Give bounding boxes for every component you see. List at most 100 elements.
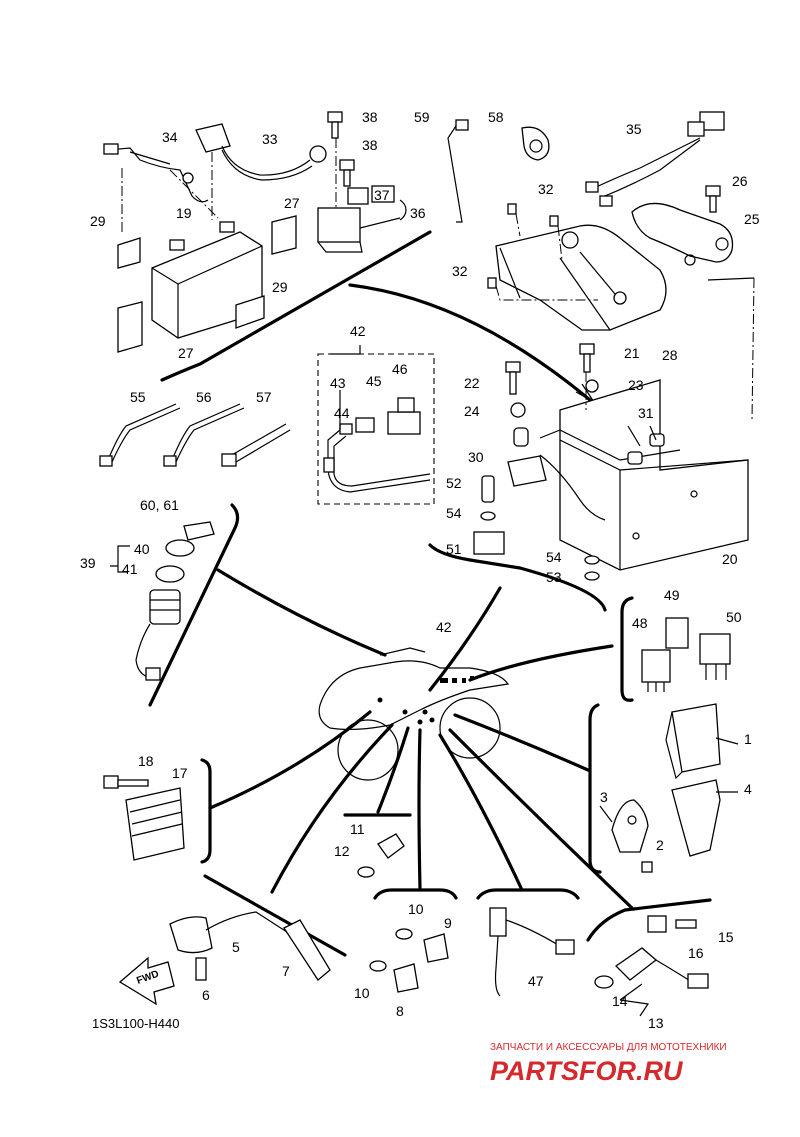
- callout-48: 48: [632, 615, 648, 631]
- sensor14-group-bracket: [586, 898, 712, 942]
- callout-42: 42: [436, 619, 452, 635]
- callout-11: 11: [350, 821, 365, 837]
- sensor: [614, 947, 658, 981]
- callout-32: 32: [452, 263, 468, 279]
- watermark-subtitle: ЗАПЧАСТИ И АКСЕССУАРЫ ДЛЯ МОТОТЕХНИКИ: [490, 1042, 727, 1053]
- ecu-bracket: [671, 779, 721, 857]
- sensor: [377, 833, 405, 859]
- sub-wire-harness: [593, 137, 701, 189]
- battery-lead: [107, 147, 209, 203]
- callout-60-61: 60, 61: [140, 497, 179, 513]
- key: [183, 521, 215, 541]
- callout-55: 55: [130, 389, 146, 405]
- ignition-coil: [169, 916, 213, 954]
- switch: [393, 963, 419, 993]
- callout-35: 35: [626, 121, 642, 137]
- callout-29: 29: [90, 213, 106, 229]
- callout-50: 50: [726, 609, 742, 625]
- battery-group-bracket: [160, 230, 432, 382]
- callout-3: 3: [600, 789, 608, 805]
- callout-40: 40: [134, 541, 150, 557]
- switch-group: [369, 928, 449, 993]
- callout-44: 44: [334, 405, 350, 421]
- cable-tie: [229, 423, 287, 457]
- callout-59: 59: [414, 109, 430, 125]
- callout-20: 20: [722, 551, 738, 567]
- electrical-box-group: [473, 343, 749, 581]
- sensor-47-group: [489, 907, 575, 997]
- sensor47-group-bracket: [476, 888, 580, 900]
- callout-54: 54: [446, 505, 462, 521]
- callout-38: 38: [362, 109, 378, 125]
- callout-49: 49: [664, 587, 680, 603]
- battery-group: [103, 111, 407, 353]
- callout-29: 29: [272, 279, 288, 295]
- callout-45: 45: [366, 373, 382, 389]
- box-group-bracket: [428, 543, 607, 612]
- callout-26: 26: [732, 173, 748, 189]
- callout-58: 58: [488, 109, 504, 125]
- callout-52: 52: [446, 475, 462, 491]
- callout-54: 54: [546, 549, 562, 565]
- rectifier-regulator: [125, 787, 185, 861]
- battery-cover: [507, 455, 547, 487]
- callout-32: 32: [538, 181, 554, 197]
- clamp: [521, 126, 550, 161]
- callout-19: 19: [176, 205, 192, 221]
- fuse-harness-group: [317, 353, 435, 505]
- callout-33: 33: [262, 131, 278, 147]
- bracket: [495, 224, 667, 331]
- bolt: [327, 111, 343, 139]
- battery-pad: [117, 301, 143, 353]
- callout-4: 4: [744, 781, 752, 797]
- callout-6: 6: [202, 987, 210, 1003]
- sensor: [489, 907, 507, 937]
- relay-group-bracket: [620, 596, 634, 702]
- battery-pad: [271, 215, 297, 255]
- rectifier-group-bracket: [200, 758, 212, 864]
- callout-41: 41: [122, 561, 138, 577]
- callout-42: 42: [350, 323, 366, 339]
- callout-1: 1: [744, 731, 752, 747]
- bracket: [631, 202, 734, 263]
- callout-39: 39: [80, 555, 96, 571]
- callout-57: 57: [256, 389, 272, 405]
- ecu-group-bracket: [588, 703, 602, 874]
- coil-group-bracket: [203, 874, 347, 957]
- callout-18: 18: [138, 753, 154, 769]
- bracket: [611, 799, 649, 853]
- ignition-coil-group: [169, 911, 331, 981]
- sensor-11-group: [357, 833, 405, 878]
- callout-28: 28: [662, 347, 678, 363]
- battery-pad: [117, 237, 141, 269]
- ecu-group: [611, 703, 721, 873]
- ecu: [671, 703, 721, 773]
- relay: [665, 617, 689, 649]
- relay: [699, 633, 731, 665]
- callout-22: 22: [464, 375, 480, 391]
- motorcycle-outline: [318, 647, 510, 781]
- callout-21: 21: [624, 345, 640, 361]
- callout-47: 47: [528, 973, 544, 989]
- callout-5: 5: [232, 939, 240, 955]
- callout-56: 56: [196, 389, 212, 405]
- callout-10: 10: [354, 985, 370, 1001]
- rectifier-group: [103, 775, 185, 861]
- callout-25: 25: [744, 211, 760, 227]
- callout-46: 46: [392, 361, 408, 377]
- switch8-group-bracket: [373, 888, 458, 900]
- callout-ticks: [110, 345, 739, 1017]
- electrical-box: [559, 379, 749, 571]
- callout-10: 10: [408, 901, 424, 917]
- callout-53: 53: [546, 569, 562, 585]
- watermark-brand: PARTSFOR.RU: [490, 1056, 684, 1086]
- leader-lines: [208, 283, 634, 910]
- callout-38: 38: [362, 137, 378, 153]
- fwd-arrow: FWD: [118, 956, 175, 1006]
- callout-31: 31: [638, 405, 654, 421]
- cable-tie: [107, 403, 177, 461]
- callout-labels: 34 33 38 38 37 36 29 19 27 29 27 59 58 3…: [80, 109, 760, 1031]
- callout-15: 15: [718, 929, 734, 945]
- relay: [641, 649, 671, 683]
- callout-16: 16: [688, 945, 704, 961]
